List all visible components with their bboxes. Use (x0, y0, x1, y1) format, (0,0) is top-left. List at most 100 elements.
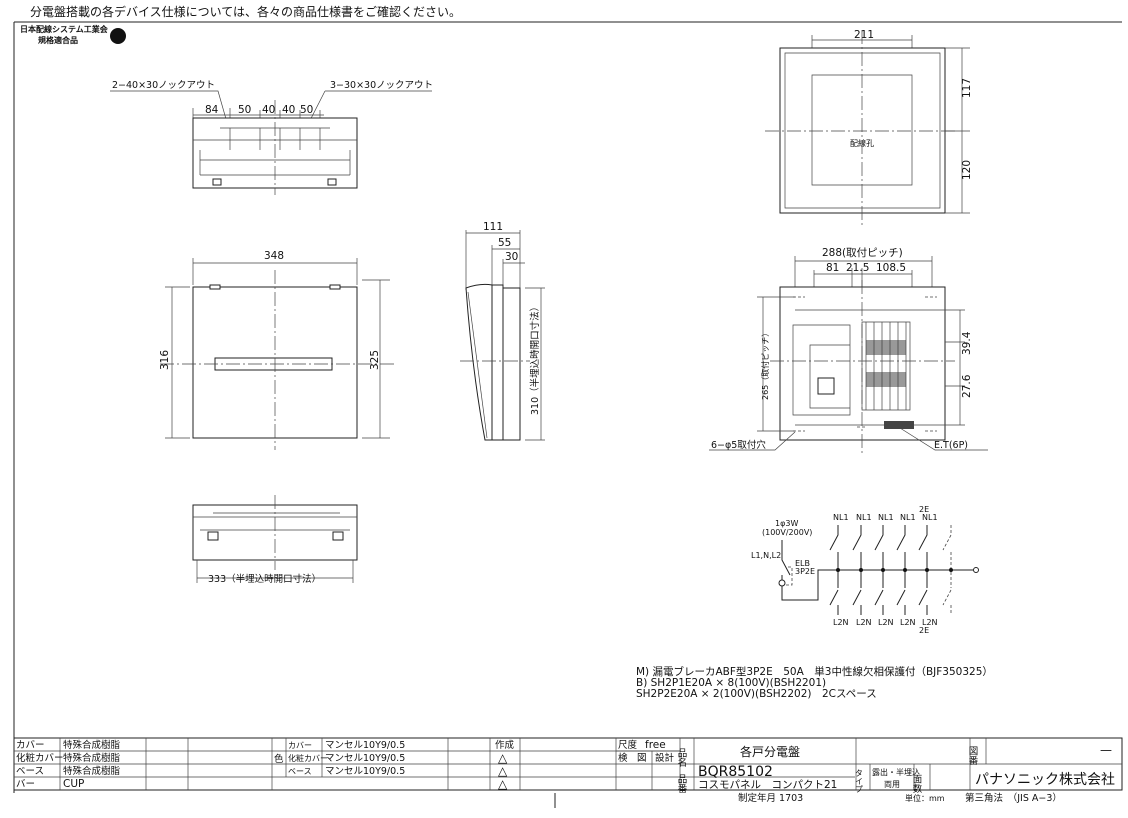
name-label: 品名 (676, 748, 688, 768)
dim-81: 81 (826, 262, 839, 274)
type-label: タイプ (855, 769, 864, 793)
material-part: ベース (16, 766, 44, 777)
faces-label: 面数 (911, 774, 923, 794)
revision-mark: △ (498, 777, 508, 791)
sheet-frame (13, 21, 1122, 793)
color-value: マンセル10Y9/0.5 (325, 740, 405, 751)
revision-mark: △ (498, 751, 508, 765)
dim-width: 348 (264, 250, 284, 262)
header-note: 分電盤搭載の各デバイス仕様については、各々の商品仕様書をご確認ください。 (30, 4, 461, 19)
product-number: BQR85102 (698, 764, 773, 780)
bus-junction (903, 568, 907, 572)
dim-height-left: 316 (159, 350, 171, 370)
check-label: 検 図 (618, 752, 647, 764)
input-label: L1,N,L2 (751, 551, 781, 560)
spec-branch-2: SH2P2E20A × 2(100V)(BSH2202) 2Cスペース (636, 688, 877, 700)
dim-30: 30 (505, 251, 518, 263)
branch-bottom-label: L2N (856, 618, 872, 627)
earth-terminal (884, 421, 914, 429)
dim-55: 55 (498, 237, 511, 249)
bus-junction (881, 568, 885, 572)
dim-117: 117 (961, 78, 973, 98)
branch-bottom-label: L2N (833, 618, 849, 627)
bus-junction (949, 568, 953, 572)
drawing-number-label: 図番 (967, 746, 979, 766)
unit-label: 単位：mm (905, 793, 945, 803)
cert-line1: 日本配線システム工業会 (20, 24, 108, 34)
side-view: 111 55 30 310（半埋込時開口寸法） (460, 221, 545, 441)
back-view: 211 117 120 配線孔 (765, 29, 973, 225)
wiring-hole-label: 配線孔 (850, 138, 874, 148)
dim-120: 120 (961, 160, 973, 180)
product-series: コスモパネル コンパクト21 (698, 779, 837, 791)
branch-top-label: NL1 (922, 513, 938, 522)
type-value: 露出・半埋込 (872, 767, 920, 777)
bottom-view: 333（半埋込時開口寸法） (192, 495, 358, 585)
spec-main-breaker: M) 漏電ブレーカABF型3P2E 50A 単3中性線欠相保護付（BJF3503… (636, 665, 993, 678)
made-label: 作成 (495, 739, 515, 751)
product-name: 各戸分電盤 (740, 744, 800, 759)
dim-50: 50 (238, 104, 251, 116)
bus-junction (859, 568, 863, 572)
material-part: カバー (16, 740, 45, 751)
material-value: CUP (63, 778, 84, 790)
dim-265-pitch: 265（取付ピッチ） (760, 329, 770, 400)
number-label: 品番 (676, 774, 688, 794)
bus-junction (836, 568, 840, 572)
dim-108-5: 108.5 (876, 262, 906, 274)
color-value: マンセル10Y9/0.5 (325, 753, 405, 764)
dim-opening-333: 333（半埋込時開口寸法） (208, 573, 321, 585)
knockout-right-label: 3−30×30ノックアウト (330, 80, 433, 91)
dim-40a: 40 (262, 104, 275, 116)
branch-top-label: NL1 (900, 513, 916, 522)
elb-label: ELB (795, 559, 810, 568)
color-part: ベース (288, 767, 312, 776)
dim-211: 211 (854, 29, 874, 41)
drawing-number: — (1100, 743, 1112, 757)
jewa-certification-mark-icon (110, 28, 126, 44)
title-block: カバー 化粧カバー ベース バー 特殊合成樹脂 特殊合成樹脂 特殊合成樹脂 CU… (13, 737, 1123, 808)
branch-top-label: NL1 (833, 513, 849, 522)
material-value: 特殊合成樹脂 (63, 739, 121, 751)
dim-height-right: 325 (369, 350, 381, 370)
front-view: 348 316 325 (159, 250, 395, 450)
dim-50b: 50 (300, 104, 313, 116)
revision-mark: △ (498, 764, 508, 778)
top-2e-label: 2E (919, 505, 929, 514)
spec-branch-1: B) SH2P1E20A × 8(100V)(BSH2201) (636, 677, 826, 689)
supply-label: 1φ3W (775, 519, 798, 528)
color-part: 化粧カバー (288, 753, 328, 763)
dim-288-pitch: 288(取付ピッチ) (822, 246, 903, 259)
color-label: 色 (274, 753, 284, 765)
dim-opening-310: 310（半埋込時開口寸法） (529, 302, 541, 415)
terminal-icon (973, 567, 979, 573)
dim-84: 84 (205, 104, 219, 116)
mount-holes-label: 6−φ5取付穴 (711, 439, 766, 451)
material-part: バー (16, 779, 35, 790)
scale-label: 尺度 (618, 739, 638, 751)
branch-bottom-label: L2N (900, 618, 916, 627)
cert-line2: 規格適合品 (38, 35, 78, 45)
projection-label: 第三角法 （JIS A−3） (965, 792, 1062, 804)
dim-21-5: 21.5 (846, 262, 869, 274)
material-value: 特殊合成樹脂 (63, 752, 121, 764)
earth-terminal-label: E.T(6P) (934, 440, 968, 451)
voltage-label: (100V/200V) (762, 528, 812, 537)
color-value: マンセル10Y9/0.5 (325, 766, 405, 777)
design-label: 設計 (655, 752, 675, 764)
material-part: 化粧カバー (16, 752, 64, 764)
scale-value: free (645, 739, 666, 751)
dim-27-6: 27.6 (961, 374, 973, 398)
elb-type-label: 3P2E (795, 567, 815, 576)
interior-view: 288(取付ピッチ) 81 21.5 108.5 265（取付ピッチ） 39.4… (709, 246, 988, 455)
top-view: 2−40×30ノックアウト 3−30×30ノックアウト 84 50 40 40 … (110, 80, 433, 195)
branch-bottom-label: L2N (922, 618, 938, 627)
dim-depth: 111 (483, 221, 503, 233)
branch-bottom-label: L2N (878, 618, 894, 627)
established-date: 制定年月 1703 (738, 792, 803, 804)
bus-junction (925, 568, 929, 572)
color-part: カバー (288, 741, 312, 750)
branch-top-label: NL1 (878, 513, 894, 522)
type-value-2: 両用 (884, 780, 900, 789)
knockout-left-label: 2−40×30ノックアウト (112, 80, 215, 91)
